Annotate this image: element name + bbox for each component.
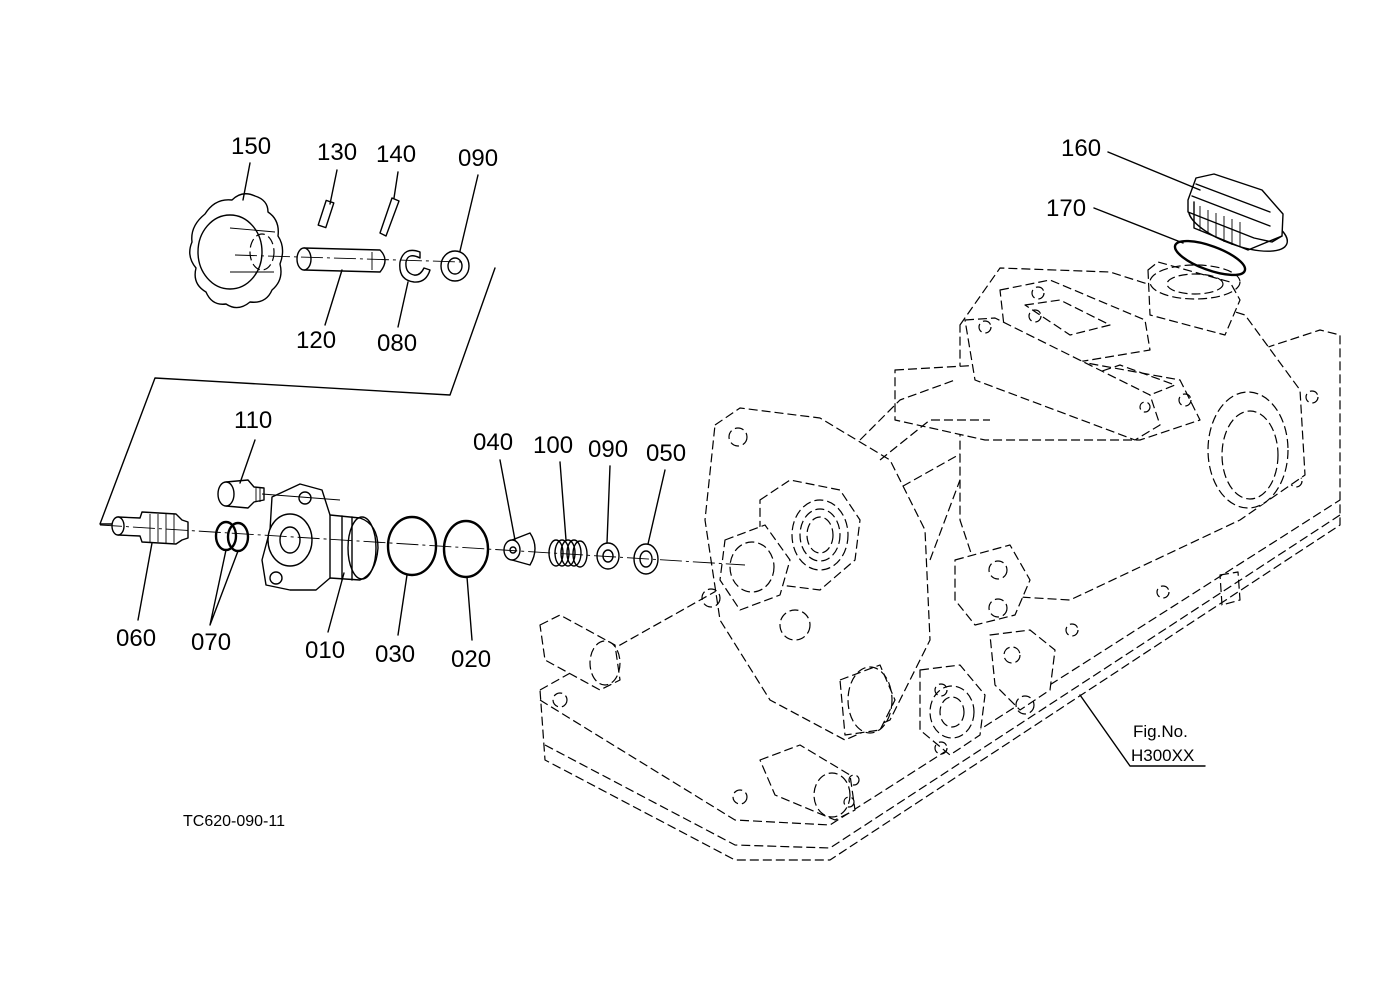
- callout-070: 070: [191, 629, 231, 656]
- callout-140: 140: [376, 141, 416, 168]
- callout-020: 020: [451, 646, 491, 673]
- figure-reference-line2: H300XX: [1131, 746, 1194, 765]
- o-ring-030: [386, 515, 438, 577]
- callout-040: 040: [473, 429, 513, 456]
- callout-050: 050: [646, 440, 686, 467]
- callout-090-top: 090: [458, 145, 498, 172]
- leader-lines: [137, 151, 1206, 767]
- plug-centerline: [261, 493, 341, 501]
- assembly-centerline: [99, 524, 746, 566]
- poppet-040: [503, 532, 536, 566]
- drawing-code: TC620-090-11: [183, 813, 285, 830]
- figure-reference-line1: Fig.No.: [1133, 722, 1188, 741]
- filler-cap-160: [1187, 173, 1288, 252]
- callout-030: 030: [375, 641, 415, 668]
- o-ring-020: [442, 519, 490, 579]
- callout-010: 010: [305, 637, 345, 664]
- plug-110: [217, 479, 265, 509]
- callout-labels: 150 130 140 090 120 080 110 060 070 010 …: [116, 133, 1101, 673]
- callout-090-lower: 090: [588, 436, 628, 463]
- washer-090-top: [440, 250, 470, 282]
- callout-080: 080: [377, 330, 417, 357]
- cotter-pin-140: [379, 197, 400, 237]
- callout-120: 120: [296, 327, 336, 354]
- callout-100: 100: [533, 432, 573, 459]
- shaft-120: [296, 247, 386, 273]
- callout-060: 060: [116, 625, 156, 652]
- snap-ring-080: [399, 249, 431, 283]
- assembly-bracket-line: [99, 267, 496, 525]
- o-ring-070-b: [226, 521, 250, 553]
- o-ring-170: [1173, 239, 1247, 277]
- valve-body-010: [261, 483, 379, 591]
- callout-150: 150: [231, 133, 271, 160]
- callout-110: 110: [234, 407, 272, 434]
- control-knob-150: [189, 193, 284, 309]
- callout-170: 170: [1046, 195, 1086, 222]
- hydraulic-housing: [539, 261, 1341, 861]
- callout-130: 130: [317, 139, 357, 166]
- spring-pin-130: [317, 199, 335, 229]
- callout-160: 160: [1061, 135, 1101, 162]
